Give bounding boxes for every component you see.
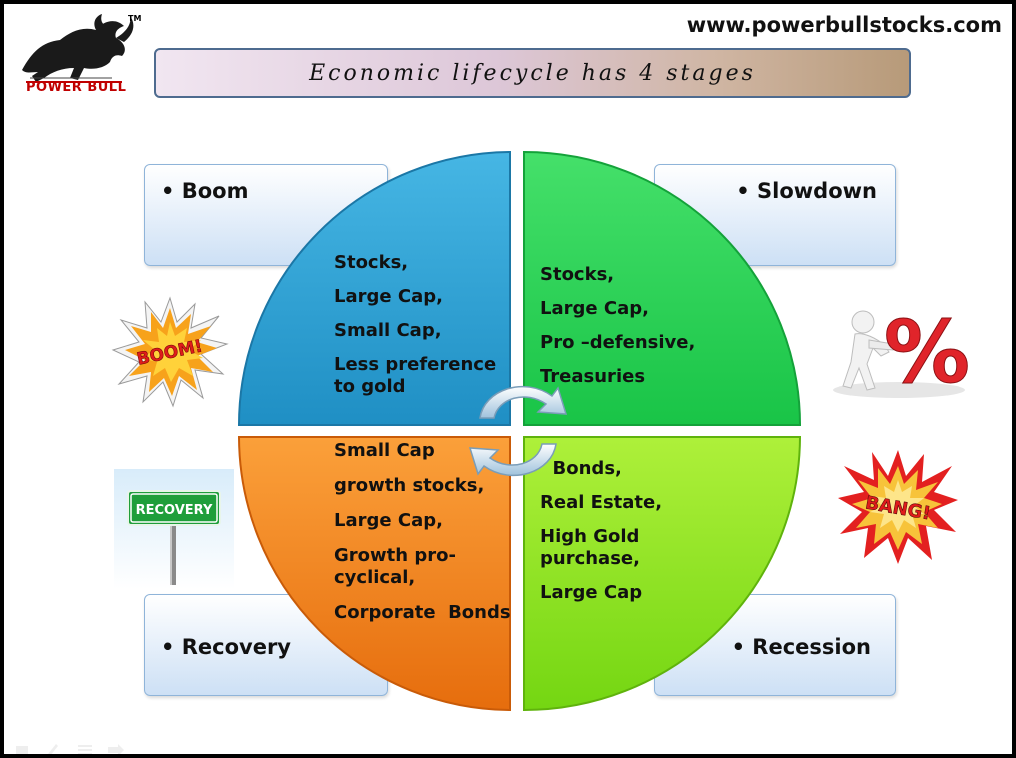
cycle-arrow-top-icon: [479, 385, 568, 419]
list-item: Bonds,: [540, 458, 622, 479]
website-url[interactable]: www.powerbullstocks.com: [686, 13, 1002, 37]
quadrant-boom: [237, 150, 511, 426]
list-item: Real Estate,: [540, 492, 663, 513]
list-item: Less preference to gold: [334, 354, 497, 397]
trademark-label: TM: [128, 14, 142, 23]
list-item: Large Cap,: [540, 298, 649, 319]
power-bull-logo-icon: [22, 14, 134, 83]
slide-controls[interactable]: [14, 742, 134, 758]
boom-burst-icon: BOOM!: [111, 296, 229, 408]
recovery-sign-text: RECOVERY: [136, 503, 213, 518]
percent-symbol: %: [884, 304, 969, 403]
quadrant-recession: [523, 436, 802, 712]
person-pushing-percent-icon: %: [833, 304, 969, 404]
stage-box-recovery: • Recovery: [144, 594, 388, 696]
list-item: Corporate Bonds: [334, 602, 511, 623]
list-item: Pro –defensive,: [540, 332, 696, 353]
cycle-arrow-bottom-icon: [468, 443, 557, 477]
list-item: Large Cap,: [334, 510, 443, 531]
stage-label-recession: • Recession: [731, 635, 871, 659]
recession-assets-list: Bonds, Real Estate, High Gold purchase, …: [540, 458, 740, 616]
recovery-assets-list: Small Cap growth stocks, Large Cap, Grow…: [334, 440, 511, 637]
list-item: Stocks,: [540, 264, 615, 285]
title-banner: Economic lifecycle has 4 stages: [154, 48, 911, 98]
quadrant-recovery: [237, 436, 511, 712]
lifecycle-wheel: [237, 150, 802, 712]
list-item: Treasuries: [540, 366, 646, 387]
recovery-sign-icon: RECOVERY: [114, 469, 234, 589]
bang-burst-icon: BANG!: [838, 450, 958, 564]
list-item: Large Cap: [540, 582, 643, 603]
list-item: Small Cap: [334, 440, 435, 461]
page-title: Economic lifecycle has 4 stages: [309, 61, 756, 86]
boom-assets-list: Stocks, Large Cap, Small Cap, Less prefe…: [334, 252, 504, 410]
list-item: growth stocks,: [334, 475, 485, 496]
list-item: High Gold purchase,: [540, 526, 640, 569]
list-item: Growth pro-cyclical,: [334, 545, 456, 588]
list-item: Stocks,: [334, 252, 409, 273]
stage-label-recovery: • Recovery: [161, 635, 291, 659]
stage-label-slowdown: • Slowdown: [736, 179, 877, 203]
list-item: Large Cap,: [334, 286, 443, 307]
logo-text: POWER BULL: [26, 80, 127, 95]
list-item: Small Cap,: [334, 320, 442, 341]
stage-label-boom: • Boom: [161, 179, 249, 203]
slowdown-assets-list: Stocks, Large Cap, Pro –defensive, Treas…: [540, 264, 740, 400]
quadrant-slowdown: [523, 150, 802, 426]
